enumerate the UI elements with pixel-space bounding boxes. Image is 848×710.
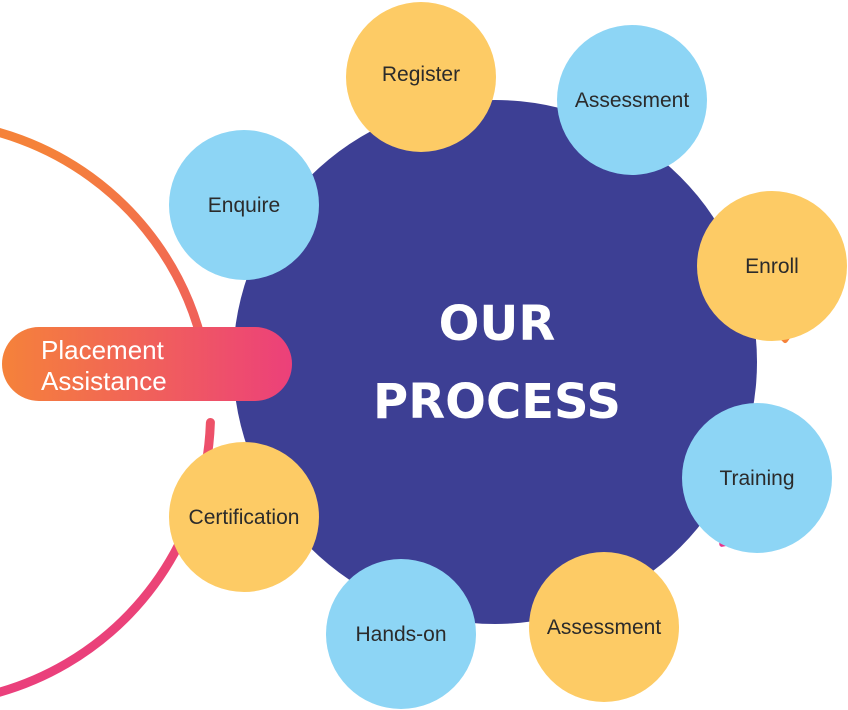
step-label: Hands-on: [355, 623, 446, 646]
step-node-hands-on[interactable]: Hands-on: [326, 559, 476, 709]
step-label: Assessment: [575, 89, 690, 112]
step-circle: [326, 559, 476, 709]
step-label: Register: [382, 63, 460, 86]
center-circle: [233, 100, 757, 624]
step-label: Certification: [189, 506, 300, 529]
end-step-line1: Placement: [41, 335, 165, 365]
step-label: Assessment: [547, 616, 662, 639]
step-circle: [346, 2, 496, 152]
end-step-pill: [2, 327, 292, 401]
end-step-line2: Assistance: [41, 366, 167, 396]
step-circle: [169, 130, 319, 280]
flow-ring: [0, 128, 215, 697]
step-circle: [682, 403, 832, 553]
step-node-enquire[interactable]: Enquire: [169, 130, 319, 280]
step-node-certification[interactable]: Certification: [169, 442, 319, 592]
step-circle: [557, 25, 707, 175]
center-title-line1: OUR: [439, 296, 556, 352]
step-label: Enroll: [745, 255, 799, 278]
end-step-placement-assistance[interactable]: Placement Assistance: [2, 327, 292, 401]
step-label: Training: [719, 467, 794, 490]
step-node-assessment-2[interactable]: Assessment: [529, 552, 679, 702]
step-circle: [529, 552, 679, 702]
step-node-enroll[interactable]: Enroll: [697, 191, 847, 341]
center-title-line2: PROCESS: [373, 374, 621, 430]
step-node-assessment-1[interactable]: Assessment: [557, 25, 707, 175]
step-node-training[interactable]: Training: [682, 403, 832, 553]
step-circle: [169, 442, 319, 592]
step-node-register[interactable]: Register: [346, 2, 496, 152]
step-circle: [697, 191, 847, 341]
step-label: Enquire: [208, 194, 280, 217]
